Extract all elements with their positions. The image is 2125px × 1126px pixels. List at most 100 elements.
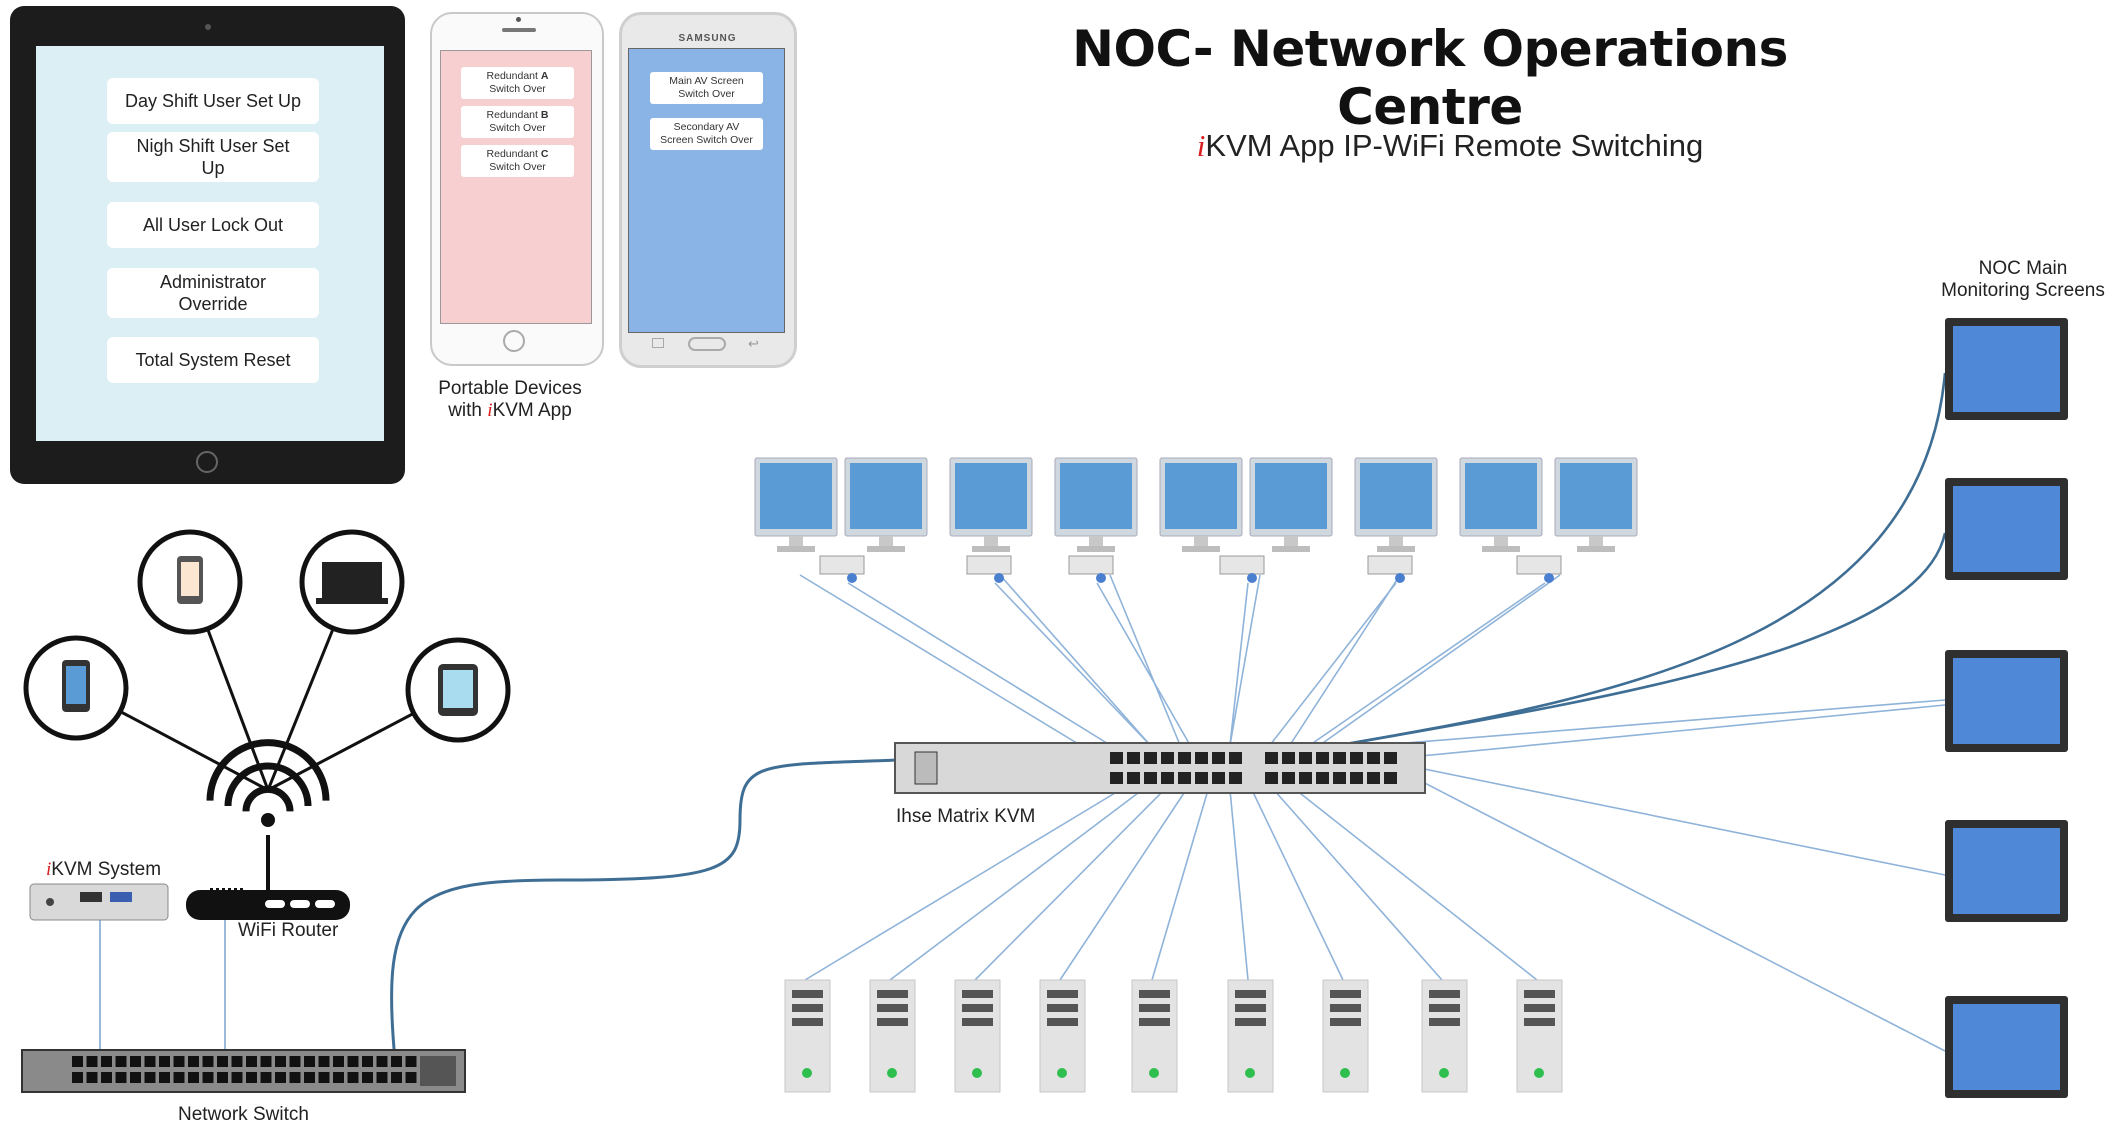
kvm-port <box>1350 772 1363 784</box>
kvm-link-server-8 <box>1295 789 1538 981</box>
kvm-link-top-2 <box>1096 582 1191 746</box>
admin-override-button[interactable]: Administrator Override <box>107 268 319 318</box>
redundant-c-prefix: Redundant <box>486 148 538 160</box>
noc-screens-label: NOC Main Monitoring Screens <box>1933 258 2113 302</box>
server-drive-bay <box>1524 990 1555 998</box>
monitor-base <box>1077 546 1115 552</box>
smartphone-screen <box>66 666 86 704</box>
page-title: NOC- Network Operations Centre <box>1072 20 1788 136</box>
switch-port <box>347 1056 359 1067</box>
cable-to-screen-1 <box>1299 532 1947 754</box>
kvm-port <box>1299 752 1312 764</box>
server-status-led <box>1057 1068 1067 1078</box>
kvm-port <box>1110 752 1123 764</box>
switch-port <box>275 1072 286 1083</box>
phone-speaker-icon <box>502 28 536 32</box>
mouse-icon <box>994 573 1004 583</box>
server-drive-bay <box>1047 1018 1078 1026</box>
switch-port <box>318 1056 330 1067</box>
wifi-arc <box>224 762 312 807</box>
kvm-link-server-7 <box>1273 789 1443 981</box>
redundant-a-button[interactable]: Redundant A Switch Over <box>461 67 574 99</box>
redundant-b-button[interactable]: Redundant B Switch Over <box>461 106 574 138</box>
router-vent <box>234 888 237 896</box>
switch-port <box>202 1072 214 1083</box>
kvm-link-screen-2 <box>1379 704 1946 761</box>
kvm-link-top-extra-2 <box>1109 574 1181 746</box>
mouse-icon <box>1395 573 1405 583</box>
workstation-monitor-screen <box>1560 463 1632 529</box>
server-status-led <box>972 1068 982 1078</box>
router-led <box>315 900 335 908</box>
recent-apps-icon <box>652 338 664 348</box>
monitor-base <box>1182 546 1220 552</box>
server-drive-bay <box>1047 990 1078 998</box>
workstation-monitor-screen <box>1060 463 1132 529</box>
server-drive-bay <box>1235 1004 1266 1012</box>
laptop-icon <box>322 562 382 598</box>
monitor-base <box>1482 546 1520 552</box>
wifi-dot <box>261 813 275 827</box>
switch-port <box>304 1072 315 1083</box>
wifi-arc <box>242 785 294 812</box>
server-drive-bay <box>962 1018 993 1026</box>
all-user-lockout-button[interactable]: All User Lock Out <box>107 202 319 248</box>
switch-port <box>260 1056 272 1067</box>
switch-port <box>318 1072 330 1083</box>
redundant-b-prefix: Redundant <box>486 109 538 121</box>
server-drive-bay <box>1235 990 1266 998</box>
switch-port <box>217 1056 228 1067</box>
server-drive-bay <box>1429 990 1460 998</box>
noc-screens-line2: Monitoring Screens <box>1941 280 2105 301</box>
kvm-port <box>1212 752 1225 764</box>
kvm-port <box>1316 752 1329 764</box>
main-av-line1: Main AV Screen <box>669 75 744 87</box>
server-status-led <box>802 1068 812 1078</box>
monitor-neck <box>1389 536 1403 546</box>
kvm-port <box>1265 772 1278 784</box>
wifi-arc <box>206 739 330 801</box>
switch-sfp-ports <box>420 1056 456 1086</box>
kvm-port <box>1350 752 1363 764</box>
kvm-port <box>1367 772 1380 784</box>
device-graphics <box>21 318 2068 1098</box>
server-drive-bay <box>877 1004 908 1012</box>
switch-port <box>86 1056 98 1067</box>
redundant-c-button[interactable]: Redundant C Switch Over <box>461 145 574 177</box>
server-drive-bay <box>792 1004 823 1012</box>
kvm-link-top-extra-3 <box>1229 574 1261 746</box>
kvm-port <box>1282 772 1295 784</box>
phone-brand: SAMSUNG <box>678 33 737 44</box>
system-reset-button[interactable]: Total System Reset <box>107 337 319 383</box>
secondary-av-switch-button[interactable]: Secondary AV Screen Switch Over <box>650 118 763 150</box>
tablet-small-screen <box>443 670 473 708</box>
kvm-link-top-1 <box>994 582 1151 746</box>
secondary-av-line1: Secondary AV <box>673 121 740 133</box>
switch-port <box>173 1072 185 1083</box>
server-drive-bay <box>1524 1018 1555 1026</box>
noc-screen-display <box>1953 1004 2060 1090</box>
kvm-port <box>1384 772 1397 784</box>
wifi-icon <box>206 739 330 827</box>
day-shift-button[interactable]: Day Shift User Set Up <box>107 78 319 124</box>
phone-camera-icon <box>516 17 521 22</box>
mouse-icon <box>1096 573 1106 583</box>
kvm-link-screen-4 <box>1379 759 1946 1052</box>
kvm-port <box>1144 752 1157 764</box>
noc-screens-line1: NOC Main <box>1978 258 2068 279</box>
monitor-base <box>972 546 1010 552</box>
redundant-a-line1: Redundant A <box>487 70 549 83</box>
night-shift-button[interactable]: Nigh Shift User Set Up <box>107 132 319 182</box>
kvm-link-screen-3 <box>1379 759 1946 876</box>
portable-i: i <box>487 400 493 421</box>
kvm-port <box>1178 752 1191 764</box>
keyboard-icon <box>819 555 865 575</box>
kvm-link-server-4 <box>1151 789 1209 981</box>
switch-port <box>289 1056 301 1067</box>
redundant-a-line2: Switch Over <box>489 83 546 95</box>
tablet-camera-icon <box>205 24 211 30</box>
redundant-b-line2: Switch Over <box>489 122 546 134</box>
switch-port <box>275 1056 286 1067</box>
main-av-switch-button[interactable]: Main AV Screen Switch Over <box>650 72 763 104</box>
